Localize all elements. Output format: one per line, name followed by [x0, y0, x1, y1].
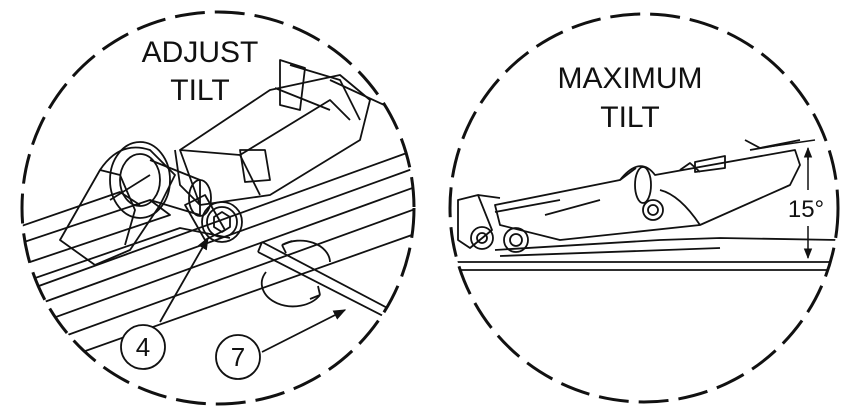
callout-4: 4 [136, 332, 150, 362]
callout-circle-7 [215, 334, 261, 380]
callout-7: 7 [231, 342, 245, 372]
tilted-plate [494, 139, 801, 241]
base-bracket [457, 194, 838, 257]
right-title-line1: MAXIMUM [558, 62, 703, 95]
socket-screw [184, 194, 243, 243]
right-title-line2: TILT [600, 101, 659, 134]
left-title-line1: ADJUST [142, 36, 259, 69]
angle-dimension [759, 139, 816, 260]
left-title-line2: TILT [170, 74, 229, 107]
slide-block [174, 59, 396, 206]
hinge-bracket [59, 141, 212, 266]
left-detail: 4 7 ADJUST TILT [20, 10, 416, 406]
right-detail-border [448, 12, 840, 404]
hex-key [257, 241, 396, 323]
floor-lines [450, 261, 838, 271]
leader-line-4 [159, 236, 209, 323]
rotation-arrow [260, 239, 331, 308]
leader-line-7 [261, 309, 347, 353]
angle-label: 15° [788, 196, 824, 223]
right-detail: 15° MAXIMUM TILT [448, 12, 840, 404]
callout-circle-4 [120, 324, 166, 370]
left-detail-border [20, 10, 416, 406]
